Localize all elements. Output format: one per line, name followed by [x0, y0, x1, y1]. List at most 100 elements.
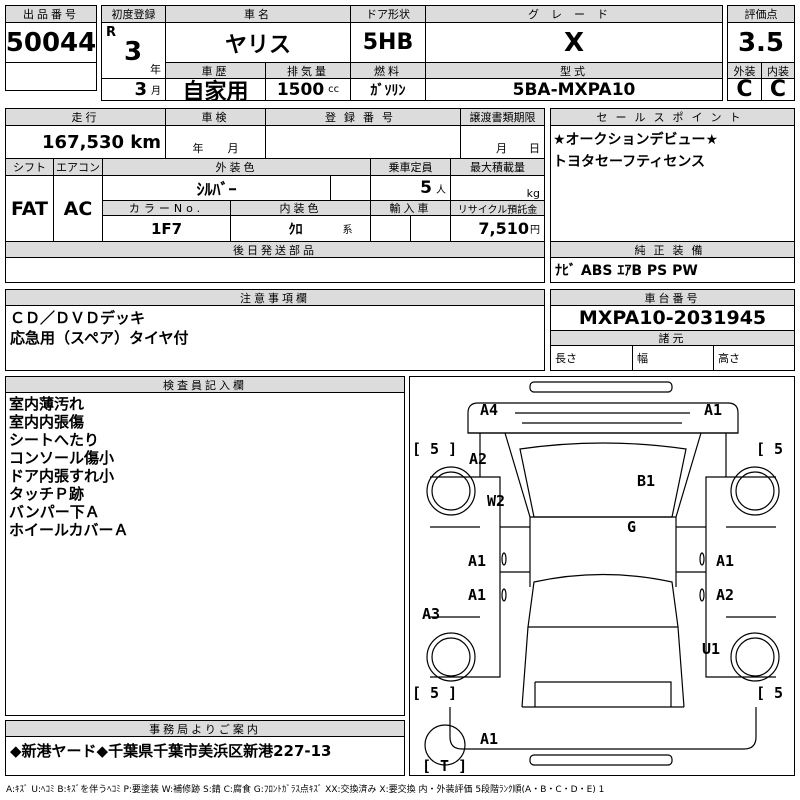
- damage-mark: B1: [637, 472, 656, 490]
- damage-mark: A2: [716, 586, 735, 604]
- lot-number: 50044: [5, 22, 97, 63]
- inspector-item: 室内薄汚れ: [9, 395, 85, 413]
- first-reg-year: R 3 年: [101, 22, 166, 79]
- fuel: ｶﾞｿﾘﾝ: [350, 78, 426, 101]
- era: R: [106, 25, 117, 40]
- recycle-unit: 円: [530, 225, 540, 236]
- damage-mark: A1: [468, 586, 487, 604]
- damage-legend: A:ｷｽﾞ U:ﾍｺﾐ B:ｷｽﾞを伴うﾍｺﾐ P:要塗装 W:補修跡 S:錆 …: [6, 785, 605, 795]
- chassis-number: MXPA10-2031945: [550, 305, 795, 331]
- inspector-item: シートへたり: [9, 431, 100, 449]
- chassis-label: 車台番号: [550, 289, 795, 306]
- ext-score-label: 外装: [727, 62, 762, 79]
- notes: ＣＤ／ＤＶＤデッキ 応急用（スペア）タイヤ付: [5, 305, 545, 371]
- ext-color-blank: [330, 175, 371, 201]
- displacement-value: 1500: [276, 79, 325, 100]
- damage-mark: [ T ]: [422, 757, 468, 775]
- int-color-value: ｸﾛ: [288, 221, 303, 238]
- note-item: 応急用（スペア）タイヤ付: [10, 329, 189, 347]
- later-parts-label: 後日発送部品: [5, 241, 545, 258]
- reg-no-label: 登録番号: [265, 108, 461, 126]
- door: 5HB: [350, 22, 426, 63]
- sales-point: トヨタセーフティセンス: [553, 154, 706, 170]
- damage-mark: A1: [704, 401, 723, 419]
- car-name: ヤリス: [165, 22, 351, 63]
- recycle-value: 7,510: [478, 219, 529, 238]
- inspection-year: 年: [192, 142, 204, 155]
- import-label: 輸入車: [370, 200, 451, 216]
- shift-label: シフト: [5, 158, 54, 176]
- month-unit: 月: [151, 86, 161, 97]
- damage-mark: A1: [480, 730, 499, 748]
- ext-color: ｼﾙﾊﾞｰ: [102, 175, 331, 201]
- mileage: 167,530 km: [5, 125, 166, 159]
- car-name-label: 車名: [165, 5, 351, 23]
- equipment-label: 純正装備: [550, 241, 795, 258]
- equipment: ﾅﾋﾞ ABS ｴｱB PS PW: [550, 257, 795, 283]
- height-label: 高さ: [713, 345, 795, 371]
- inspection-month: 月: [227, 142, 239, 155]
- damage-mark: A4: [480, 401, 499, 419]
- int-score: C: [761, 78, 795, 101]
- door-label: ドア形状: [350, 5, 426, 23]
- score-label: 評価点: [727, 5, 795, 23]
- ext-color-label: 外装色: [102, 158, 371, 176]
- note-item: ＣＤ／ＤＶＤデッキ: [10, 309, 146, 327]
- inspector-label: 検査員記入欄: [5, 376, 405, 393]
- inspector-item: タッチＰ跡: [9, 485, 85, 503]
- transfer-day: 日: [529, 142, 540, 155]
- first-reg-label: 初度登録: [101, 5, 166, 23]
- damage-mark: W2: [487, 492, 506, 510]
- reg-no: [265, 125, 461, 159]
- sales-label: セールスポイント: [550, 108, 795, 126]
- int-color: ｸﾛ 系: [230, 215, 371, 242]
- damage-mark: U1: [702, 640, 721, 658]
- shift: FAT: [5, 175, 54, 242]
- ac: AC: [53, 175, 103, 242]
- length-label: 長さ: [550, 345, 633, 371]
- inspector-item: ホイールカバーＡ: [9, 521, 129, 539]
- import-b: [410, 215, 451, 242]
- later-parts: [5, 257, 545, 283]
- int-color-label: 内装色: [230, 200, 371, 216]
- ext-score: C: [727, 78, 762, 101]
- inspector-item: 室内内張傷: [9, 413, 85, 431]
- damage-mark: A1: [716, 552, 735, 570]
- int-color-unit: 系: [342, 225, 353, 236]
- office-label: 事務局よりご案内: [5, 720, 405, 737]
- grade-label: グレード: [425, 5, 723, 23]
- notes-label: 注意事項欄: [5, 289, 545, 306]
- int-score-label: 内装: [761, 62, 795, 79]
- history-label: 車歴: [165, 62, 266, 79]
- max-load: kg: [450, 175, 545, 201]
- recycle-label: リサイクル預託金: [450, 200, 545, 216]
- displacement-unit: cc: [328, 84, 340, 95]
- month: 3: [134, 79, 147, 100]
- damage-mark: A1: [468, 552, 487, 570]
- grade: X: [425, 22, 723, 63]
- lot-label: 出品番号: [5, 5, 97, 23]
- score: 3.5: [727, 22, 795, 63]
- capacity-value: 5: [420, 178, 432, 198]
- ac-label: エアコン: [53, 158, 103, 176]
- damage-mark: G: [627, 518, 637, 536]
- inspector-item: ドア内張すれ小: [9, 467, 115, 485]
- import-a: [370, 215, 411, 242]
- damage-mark: [ 5 ]: [412, 684, 458, 702]
- mileage-label: 走行: [5, 108, 166, 126]
- fuel-label: 燃料: [350, 62, 426, 79]
- capacity-unit: 人: [436, 184, 446, 196]
- inspector-item: コンソール傷小: [9, 449, 115, 467]
- displacement-label: 排気量: [265, 62, 351, 79]
- transfer-month: 月: [496, 142, 507, 155]
- width-label: 幅: [632, 345, 714, 371]
- color-no: 1F7: [102, 215, 231, 242]
- damage-mark: A3: [422, 605, 441, 623]
- inspection: 年月: [165, 125, 266, 159]
- sales-point: ★オークションデビュー★: [553, 132, 719, 148]
- damage-mark: [ 5 ]: [756, 440, 794, 458]
- history: 自家用: [165, 78, 266, 101]
